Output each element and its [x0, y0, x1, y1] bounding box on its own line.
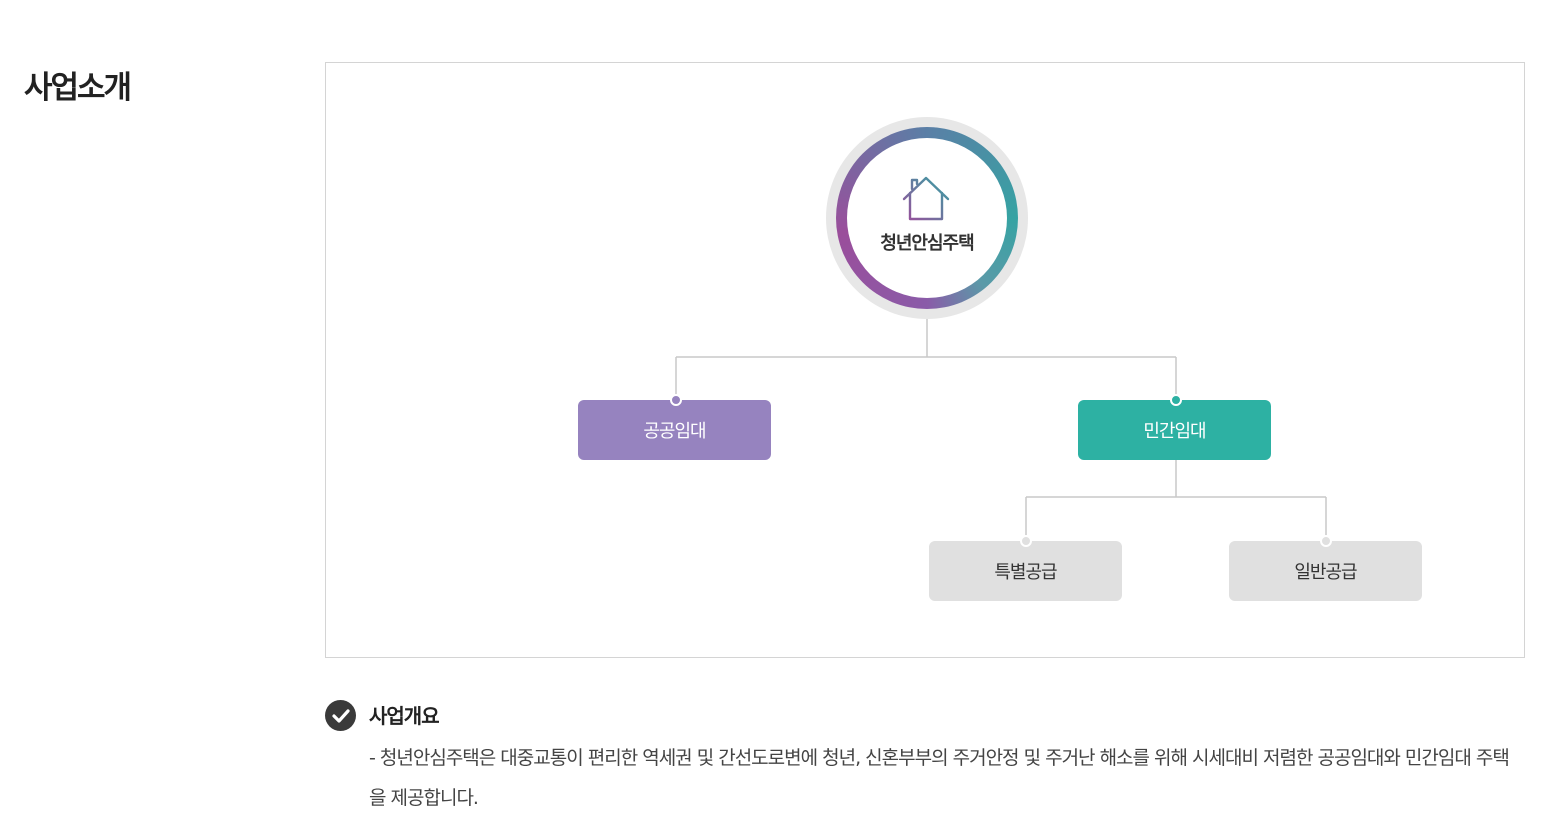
connector-dots: [670, 394, 1332, 547]
page-title: 사업소개: [24, 70, 132, 106]
private-rental-label: 민간임대: [1143, 421, 1206, 442]
special-supply-node: 특별공급: [929, 541, 1122, 601]
overview-text: - 청년안심주택은 대중교통이 편리한 역세권 및 간선도로변에 청년, 신혼부…: [369, 747, 1510, 809]
overview-title: 사업개요: [369, 704, 440, 728]
public-rental-label: 공공임대: [643, 421, 706, 442]
public-rental-node: 공공임대: [578, 400, 771, 460]
private-rental-node: 민간임대: [1078, 400, 1271, 460]
check-circle-icon: [325, 700, 356, 731]
general-supply-node: 일반공급: [1229, 541, 1422, 601]
hub-circle: 청년안심주택: [826, 117, 1028, 319]
general-supply-label: 일반공급: [1294, 562, 1357, 583]
connector-lines: [675, 319, 1327, 541]
hub-label: 청년안심주택: [880, 233, 974, 254]
special-supply-label: 특별공급: [994, 562, 1057, 583]
business-structure-diagram: 청년안심주택 공공임대 민간임대 특별공급 일반공급: [325, 62, 1525, 658]
house-icon: [902, 176, 950, 221]
